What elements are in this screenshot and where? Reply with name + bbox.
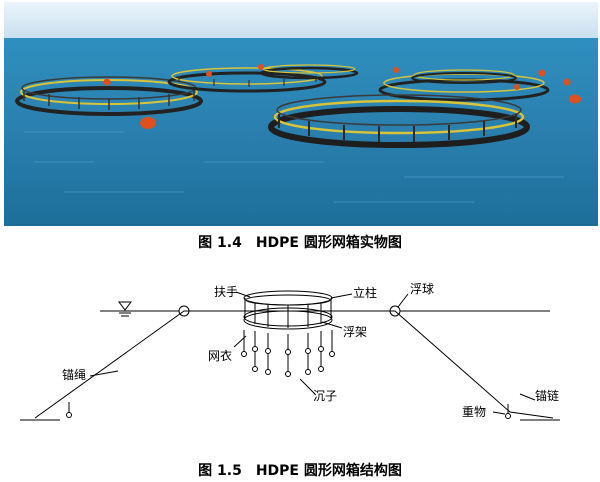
sea bbox=[4, 38, 598, 226]
water-level-symbol bbox=[118, 301, 132, 311]
label-buoy: 浮球 bbox=[410, 282, 434, 296]
water-ripples bbox=[24, 131, 564, 203]
net-cage bbox=[268, 94, 530, 148]
label-column: 立柱 bbox=[353, 285, 377, 300]
net-cage bbox=[167, 67, 327, 93]
label-anchor-chain: 锚链 bbox=[535, 388, 559, 403]
sky bbox=[4, 2, 598, 38]
sinkers bbox=[241, 346, 335, 377]
label-handrail: 扶手 bbox=[214, 284, 238, 299]
buoys bbox=[103, 64, 581, 129]
figure-1-caption: 图 1.4 HDPE 圆形网箱实物图 bbox=[198, 235, 402, 251]
cage-structure-diagram: 扶手 立柱 浮球 浮架 网衣 锚绳 沉子 重物 锚链 bbox=[20, 282, 560, 421]
cage-columns bbox=[244, 298, 332, 328]
label-float-frame: 浮架 bbox=[343, 325, 367, 339]
right-anchor-chain bbox=[330, 310, 554, 419]
label-weight: 重物 bbox=[462, 405, 486, 419]
label-sinker: 沉子 bbox=[313, 389, 337, 403]
left-anchor-rope bbox=[34, 310, 245, 419]
label-anchor-rope: 锚绳 bbox=[62, 367, 86, 382]
leader-lines bbox=[89, 291, 536, 415]
label-net: 网衣 bbox=[208, 348, 232, 363]
net-cage bbox=[378, 69, 550, 102]
cage-photo bbox=[4, 2, 598, 226]
figure-2-caption: 图 1.5 HDPE 圆形网箱结构图 bbox=[198, 463, 402, 479]
